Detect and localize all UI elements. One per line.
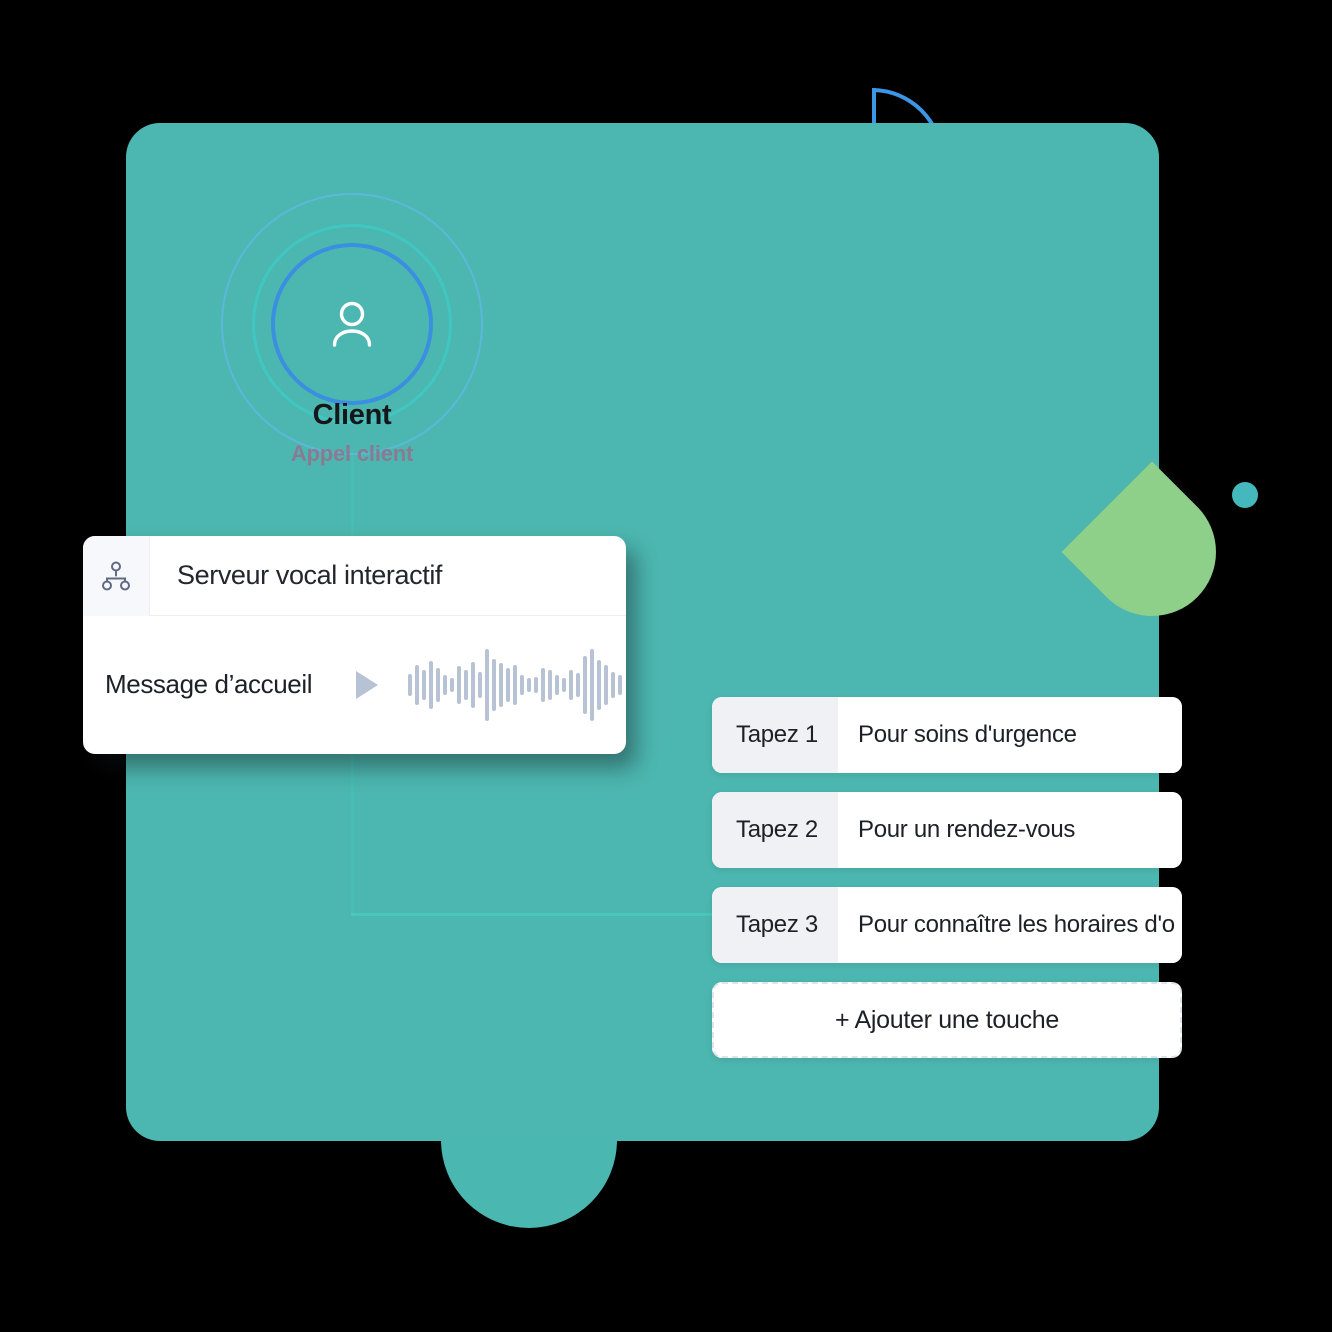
waveform-bar — [429, 660, 434, 709]
waveform-bar — [506, 667, 511, 702]
table-row[interactable]: Tapez 3 Pour connaître les horaires d'o — [712, 887, 1182, 963]
ivr-key-description: Pour connaître les horaires d'o — [838, 887, 1182, 963]
ivr-key-description: Pour un rendez-vous — [838, 792, 1182, 868]
connector-line-horizontal — [351, 913, 713, 916]
client-ring-middle — [252, 224, 452, 424]
waveform-bar — [576, 672, 581, 697]
waveform-bar — [583, 655, 588, 714]
waveform-bar — [555, 674, 560, 695]
waveform-bar — [450, 677, 455, 692]
waveform-bar — [562, 677, 567, 692]
bottom-semicircle-decoration-icon — [441, 1140, 617, 1228]
waveform-bar — [541, 667, 546, 702]
ivr-key-list: Tapez 1 Pour soins d'urgence Tapez 2 Pou… — [712, 697, 1182, 1058]
ivr-key-label: Tapez 2 — [712, 792, 838, 868]
waveform-bar — [597, 659, 602, 710]
client-ring-inner — [271, 243, 433, 405]
waveform-bar — [569, 669, 574, 700]
waveform-bar — [422, 669, 427, 700]
table-row[interactable]: Tapez 2 Pour un rendez-vous — [712, 792, 1182, 868]
waveform-bar — [499, 662, 504, 707]
client-subtitle: Appel client — [290, 441, 414, 466]
waveform-bar — [436, 667, 441, 702]
person-icon — [271, 243, 433, 405]
waveform-bar — [604, 664, 609, 705]
add-key-button[interactable]: + Ajouter une touche — [712, 982, 1182, 1058]
client-ring-outer — [221, 193, 483, 455]
ivr-card-title: Serveur vocal interactif — [177, 560, 443, 590]
waveform-bar — [464, 669, 469, 700]
sitemap-icon — [83, 536, 150, 616]
welcome-message-label: Message d’accueil — [105, 669, 313, 699]
waveform-bar — [478, 671, 483, 698]
teal-dot-decoration-icon — [1232, 482, 1258, 508]
waveform-bar — [520, 674, 525, 695]
waveform-bar — [618, 674, 623, 695]
table-row[interactable]: Tapez 1 Pour soins d'urgence — [712, 697, 1182, 773]
waveform-bar — [457, 665, 462, 704]
ivr-card-body: Message d’accueil — [83, 616, 626, 753]
waveform-bar — [415, 664, 420, 705]
waveform-bar — [471, 661, 476, 708]
ivr-key-description: Pour soins d'urgence — [838, 697, 1182, 773]
waveform-bar — [534, 676, 539, 693]
ivr-card[interactable]: Serveur vocal interactif Message d’accue… — [83, 536, 626, 754]
waveform-bar — [492, 658, 497, 711]
ivr-card-header: Serveur vocal interactif — [83, 536, 626, 616]
waveform-bar — [548, 669, 553, 700]
waveform-bar — [590, 648, 595, 721]
client-node: Client Appel client — [221, 193, 483, 466]
waveform-bar — [527, 677, 532, 692]
client-title: Client — [312, 399, 392, 431]
waveform-bar — [443, 674, 448, 695]
waveform-bar — [485, 648, 490, 721]
waveform-bar — [611, 671, 616, 698]
waveform-bar — [513, 664, 518, 705]
waveform-bar — [408, 673, 413, 696]
ivr-key-label: Tapez 1 — [712, 697, 838, 773]
ivr-key-label: Tapez 3 — [712, 887, 838, 963]
audio-waveform[interactable] — [408, 643, 623, 727]
play-icon[interactable] — [354, 669, 380, 701]
connector-line-vertical-lower — [351, 760, 354, 915]
